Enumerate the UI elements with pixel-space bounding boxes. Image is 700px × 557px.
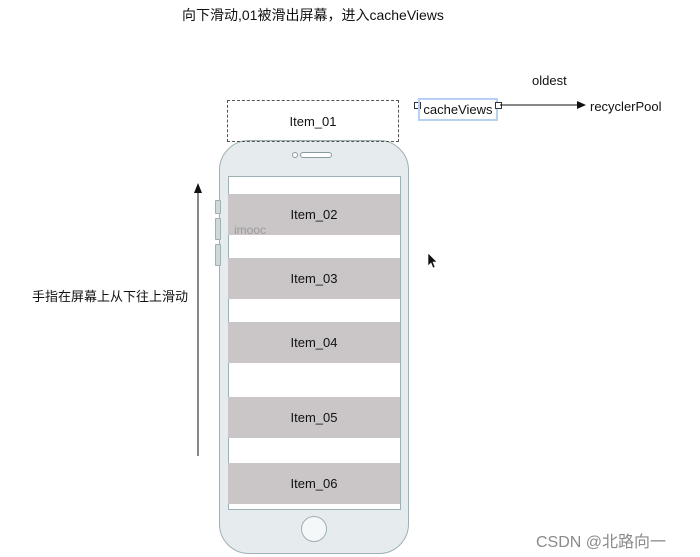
list-item: Item_03 — [228, 258, 400, 299]
list-item: Item_06 — [228, 463, 400, 504]
recycler-pool-label: recyclerPool — [590, 99, 662, 114]
cache-views-box: cacheViews — [418, 98, 498, 121]
arrow-head-to-pool — [577, 101, 586, 109]
gesture-label: 手指在屏幕上从下往上滑动 — [32, 289, 189, 304]
side-button-mute — [215, 200, 221, 214]
side-button-volume-down — [215, 244, 221, 266]
list-item: Item_04 — [228, 322, 400, 363]
side-button-volume-up — [215, 218, 221, 240]
camera-dot — [292, 152, 298, 158]
arrow-head-swipe-up — [194, 183, 202, 193]
diagram-title: 向下滑动,01被滑出屏幕，进入cacheViews — [182, 7, 444, 23]
list-item: Item_02 — [228, 194, 400, 235]
home-button — [301, 516, 327, 542]
list-item: Item_05 — [228, 397, 400, 438]
cursor-icon — [427, 252, 438, 269]
csdn-watermark: CSDN @北路向一 — [536, 534, 667, 551]
left-handle — [414, 102, 421, 109]
phone-speaker — [300, 152, 332, 158]
imooc-watermark: imooc — [234, 223, 267, 237]
offscreen-item-01: Item_01 — [227, 100, 399, 142]
oldest-label: oldest — [532, 73, 567, 88]
